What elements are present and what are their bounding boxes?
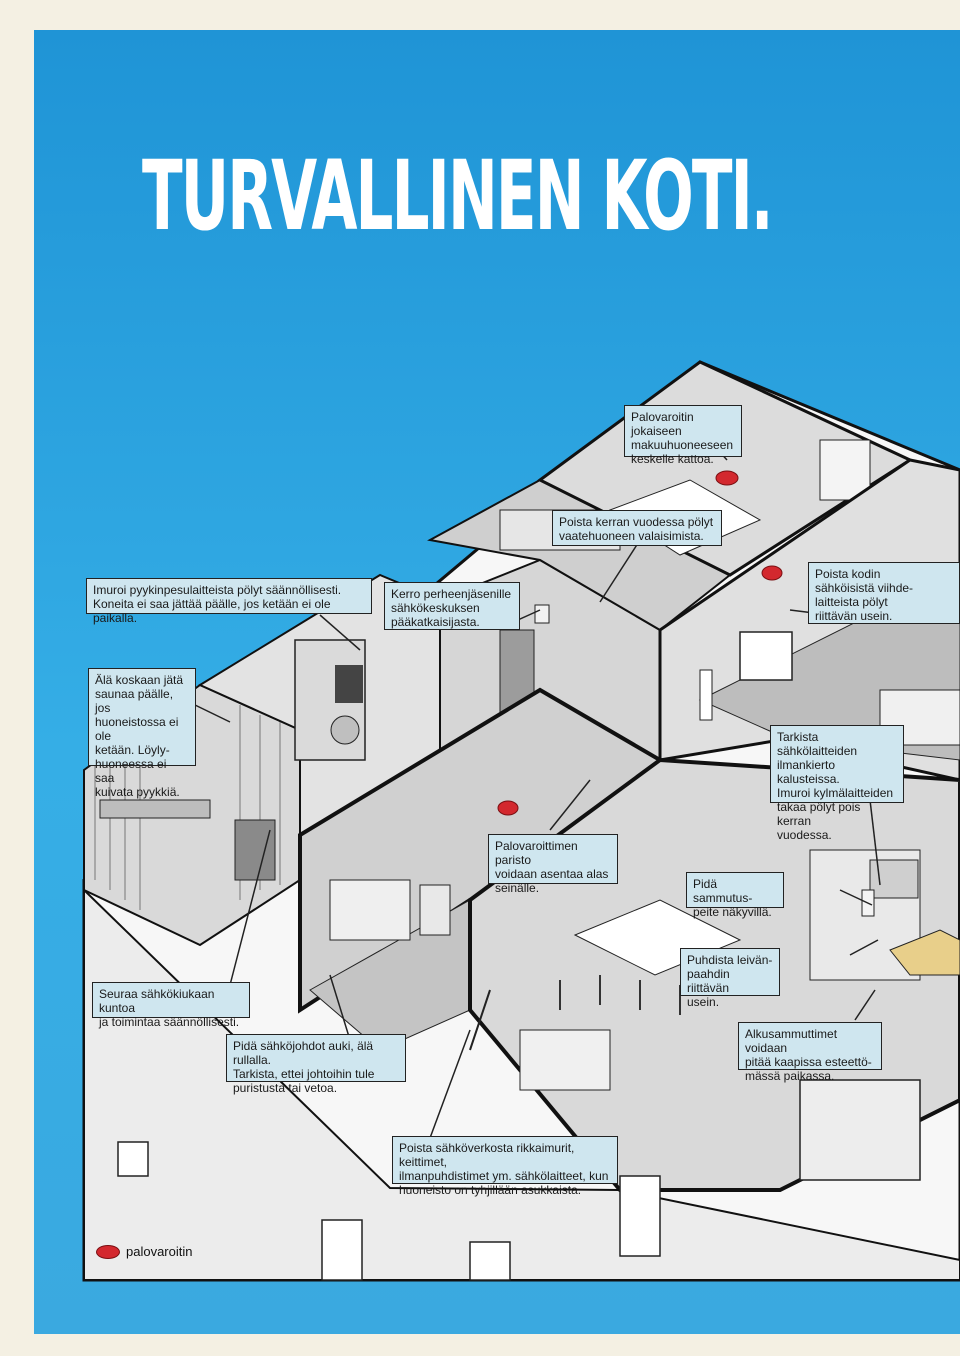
speaker xyxy=(699,669,713,721)
desk xyxy=(329,879,411,941)
callout-toaster: Puhdista leivän- paahdin riittävän usein… xyxy=(680,948,780,1009)
stove-top xyxy=(889,929,960,976)
kitchen-island xyxy=(799,1079,921,1181)
callout-wardrobe-lights: Poista kerran vuodessa pölyt vaatehuonee… xyxy=(552,510,722,546)
smoke-detector-bedroom xyxy=(715,470,739,486)
page-title: TURVALLINEN KOTI. xyxy=(142,140,773,252)
callout-home-electronics: Poista kodin sähköisistä viihde- laittei… xyxy=(808,562,960,624)
smoke-detector-living xyxy=(761,565,783,581)
fuse-box xyxy=(534,604,550,624)
washer-door xyxy=(330,715,360,745)
sideboard xyxy=(519,1029,611,1091)
vacuum-cord xyxy=(469,989,491,1051)
sauna-stove xyxy=(234,819,276,881)
callout-empty-home: Poista sähköverkosta rikkaimurit, keitti… xyxy=(392,1136,618,1197)
smoke-detector-icon xyxy=(96,1244,120,1259)
window-front-4 xyxy=(469,1241,511,1281)
window-front-1 xyxy=(117,1141,149,1177)
callout-detector-battery: Palovaroittimen paristo voidaan asentaa … xyxy=(488,834,618,895)
microwave xyxy=(869,859,919,899)
callout-fire-blanket: Alkusammuttimet voidaan pitää kaapissa e… xyxy=(738,1022,882,1083)
smoke-detector-study xyxy=(497,800,519,816)
callout-bedroom-detector: Palovaroitin jokaiseen makuuhuoneeseen k… xyxy=(624,405,742,466)
tv-screen xyxy=(739,631,793,681)
callout-appliance-airflow: Tarkista sähkölaitteiden ilmankierto kal… xyxy=(770,725,904,842)
callout-fuse-check: Seuraa sähkökiukaan kuntoa ja toimintaa … xyxy=(92,982,250,1029)
bedroom-window xyxy=(819,439,871,501)
callout-extinguisher: Pidä sammutus- peite näkyvillä. xyxy=(686,872,784,919)
callout-cords: Pidä sähköjohdot auki, älä rullalla. Tar… xyxy=(226,1034,406,1095)
front-facade xyxy=(83,887,960,1281)
legend-label: palovaroitin xyxy=(126,1244,193,1259)
callout-sauna: Älä koskaan jätä saunaa päälle, jos huon… xyxy=(88,668,196,799)
dryer-window xyxy=(335,665,363,703)
legend: palovaroitin xyxy=(96,1244,193,1259)
callout-laundry-machines: Imuroi pyykinpesulaitteista pölyt säännö… xyxy=(86,578,372,625)
window-front-2 xyxy=(321,1219,363,1281)
window-front-3 xyxy=(619,1175,661,1257)
callout-fuse-box: Kerro perheenjäsenille sähkökeskuksen pä… xyxy=(384,582,520,630)
desk-chair xyxy=(419,884,451,936)
sauna-bench xyxy=(99,799,211,819)
